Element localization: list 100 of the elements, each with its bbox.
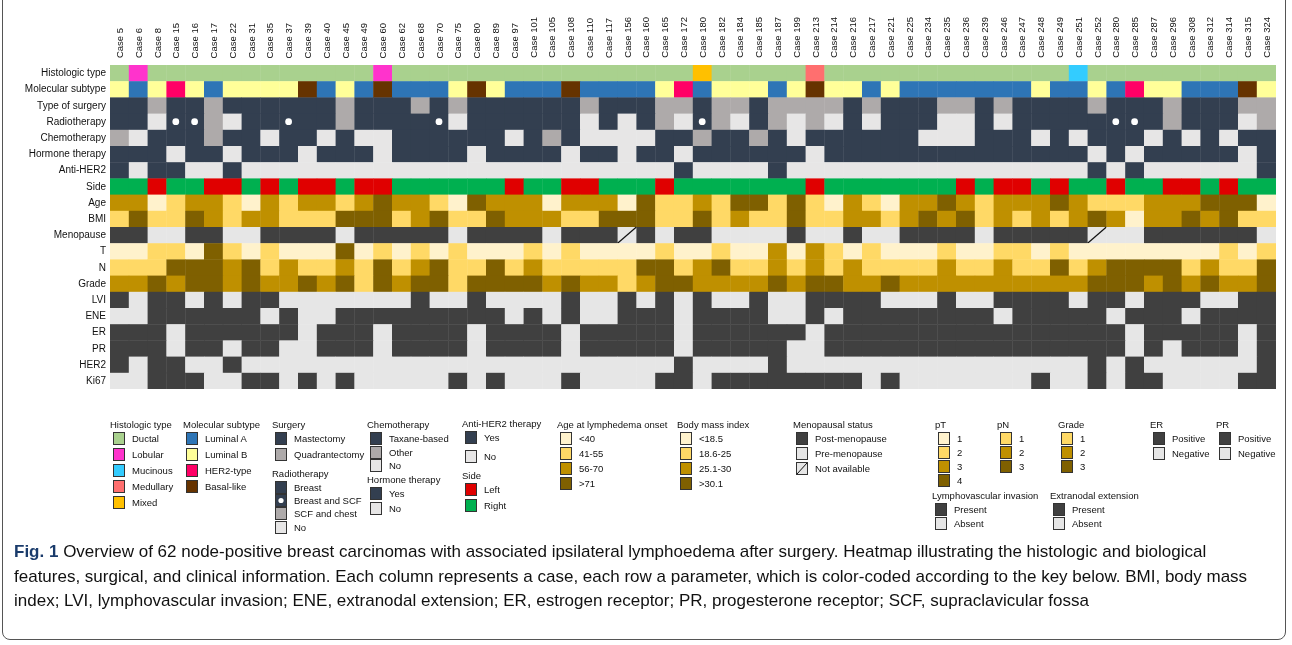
legend-label: Mucinous bbox=[132, 465, 173, 476]
legend-label: Basal-like bbox=[205, 481, 247, 492]
column-label: Case 199 bbox=[790, 17, 802, 58]
legend-label: HER2-type bbox=[205, 465, 252, 476]
legend-label: Negative bbox=[1172, 448, 1210, 459]
legend-label: 56-70 bbox=[579, 463, 604, 474]
column-label: Case 31 bbox=[245, 22, 257, 58]
legend-label: Luminal B bbox=[205, 449, 248, 460]
legend-label: Not available bbox=[815, 463, 870, 474]
column-label: Case 249 bbox=[1053, 17, 1065, 58]
column-label: Case 285 bbox=[1129, 17, 1141, 58]
legend-label: >71 bbox=[579, 478, 596, 489]
legend-label: 3 bbox=[1019, 461, 1025, 472]
legend-title: Grade bbox=[1058, 419, 1085, 430]
column-label: Case 213 bbox=[809, 17, 821, 58]
column-label: Case 89 bbox=[489, 22, 501, 58]
column-label: Case 214 bbox=[828, 17, 840, 58]
legend-title: Molecular subtype bbox=[183, 419, 261, 430]
legend-label: 2 bbox=[1080, 447, 1086, 458]
column-label: Case 312 bbox=[1204, 17, 1216, 58]
legend-label: Pre-menopause bbox=[815, 448, 883, 459]
column-label: Case 251 bbox=[1072, 17, 1084, 58]
column-label: Case 248 bbox=[1035, 17, 1047, 58]
row-label: HER2 bbox=[79, 358, 106, 371]
legend-label: Positive bbox=[1172, 433, 1206, 444]
legend-label: Luminal A bbox=[205, 433, 247, 444]
legend-label: Taxane-based bbox=[389, 433, 449, 444]
legend-label: Absent bbox=[954, 518, 984, 529]
row-label: Chemotherapy bbox=[40, 131, 106, 144]
legend-label: Yes bbox=[389, 488, 405, 499]
row-label: Menopause bbox=[53, 229, 106, 242]
column-label: Case 80 bbox=[471, 22, 483, 58]
legend-label: Breast and SCF bbox=[294, 495, 362, 507]
column-label: Case 117 bbox=[602, 18, 614, 58]
column-label: Case 324 bbox=[1260, 17, 1272, 58]
column-label: Case 62 bbox=[395, 22, 407, 58]
column-label: Case 156 bbox=[621, 17, 633, 58]
row-label: ENE bbox=[85, 310, 106, 323]
column-label: Case 37 bbox=[283, 22, 295, 58]
column-label: Case 49 bbox=[358, 22, 370, 58]
legend-label: Yes bbox=[484, 432, 500, 443]
column-label: Case 39 bbox=[301, 22, 313, 58]
legend-label: Quadrantectomy bbox=[294, 449, 365, 460]
column-label: Case 280 bbox=[1110, 17, 1122, 58]
legend-label: 4 bbox=[957, 475, 963, 486]
legend-label: No bbox=[294, 521, 307, 533]
legend-title: Lymphovascular invasion bbox=[932, 490, 1039, 501]
legend-label: 1 bbox=[957, 433, 963, 444]
column-label: Case 68 bbox=[414, 22, 426, 58]
column-label: Case 239 bbox=[978, 17, 990, 58]
column-label: Case 236 bbox=[959, 17, 971, 58]
column-label: Case 225 bbox=[903, 17, 915, 58]
column-label: Case 22 bbox=[226, 22, 238, 58]
column-label: Case 40 bbox=[320, 22, 332, 58]
row-label: Side bbox=[86, 180, 106, 193]
legend-title: Menopausal status bbox=[793, 419, 873, 430]
legend-title: Chemotherapy bbox=[367, 419, 430, 430]
legend-label: <40 bbox=[579, 433, 596, 444]
column-label: Case 172 bbox=[677, 17, 689, 58]
column-label: Case 45 bbox=[339, 22, 351, 58]
column-label: Case 308 bbox=[1185, 17, 1197, 58]
legend-label: 25.1-30 bbox=[699, 463, 732, 474]
column-label: Case 296 bbox=[1166, 17, 1178, 58]
column-label: Case 17 bbox=[207, 22, 219, 58]
legend-label: 41-55 bbox=[579, 448, 604, 459]
column-label: Case 35 bbox=[264, 22, 276, 58]
legend-title: pN bbox=[997, 419, 1010, 430]
legend-title: pT bbox=[935, 419, 947, 430]
column-label: Case 182 bbox=[715, 17, 727, 58]
legend-label: 3 bbox=[957, 461, 963, 472]
column-label: Case 97 bbox=[508, 22, 520, 58]
column-label: Case 184 bbox=[734, 17, 746, 58]
column-label: Case 247 bbox=[1016, 17, 1028, 58]
column-label: Case 165 bbox=[659, 17, 671, 58]
legend-title: Histologic type bbox=[110, 419, 172, 430]
row-label: BMI bbox=[88, 212, 106, 225]
legend-label: Lobular bbox=[132, 449, 164, 460]
legend-title: PR bbox=[1216, 419, 1230, 430]
legend-label: >30.1 bbox=[699, 478, 724, 489]
row-label: Type of surgery bbox=[37, 99, 106, 112]
row-label: LVI bbox=[91, 293, 106, 306]
column-label: Case 15 bbox=[170, 22, 182, 58]
legend-label: Mixed bbox=[132, 497, 158, 508]
legend-label: SCF and chest bbox=[294, 508, 357, 520]
legend-label: Breast bbox=[294, 482, 322, 493]
column-label: Case 75 bbox=[452, 22, 464, 58]
legend-label: 1 bbox=[1080, 433, 1086, 444]
row-label: N bbox=[98, 261, 106, 274]
row-label: Molecular subtype bbox=[24, 83, 106, 96]
column-label: Case 187 bbox=[771, 17, 783, 58]
legend-label: Absent bbox=[1072, 518, 1102, 529]
row-label: ER bbox=[92, 326, 106, 339]
column-label: Case 160 bbox=[640, 17, 652, 58]
legend-label: No bbox=[389, 460, 402, 471]
column-label: Case 221 bbox=[884, 17, 896, 58]
legend-label: No bbox=[484, 451, 497, 462]
row-label: Histologic type bbox=[40, 67, 106, 80]
column-label: Case 180 bbox=[696, 17, 708, 58]
legend-label: Other bbox=[389, 446, 413, 458]
row-label: Hormone therapy bbox=[28, 148, 106, 161]
